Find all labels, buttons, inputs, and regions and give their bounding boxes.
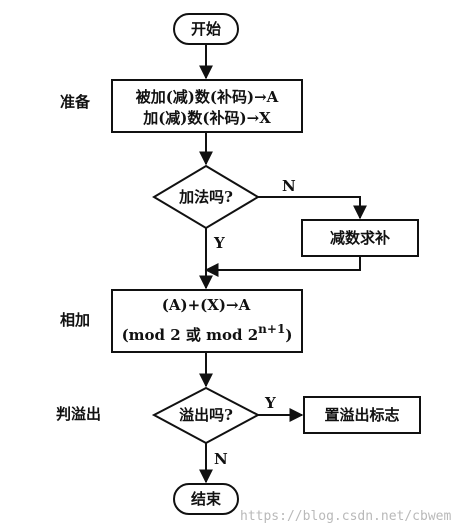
stage-label-check: 判溢出 [56, 405, 101, 423]
stage-label-prepare: 准备 [60, 93, 91, 111]
decision-add-no-label: N [282, 177, 296, 195]
decision-overflow-no-label: N [214, 450, 228, 468]
stage-label-add: 相加 [60, 311, 90, 329]
add-line-2: (mod 2 或 mod 2n+1) [122, 322, 293, 344]
complement-label: 减数求补 [330, 229, 390, 247]
end-label: 结束 [191, 490, 222, 508]
add-line-2-prefix: (mod 2 或 mod 2 [122, 326, 259, 344]
connector-add-no-branch [258, 196, 367, 220]
end-terminator [173, 483, 239, 515]
overflow-flag-label: 置溢出标志 [324, 406, 399, 424]
prepare-process-box [111, 79, 303, 133]
watermark-text: https://blog.csdn.net/cbwem [240, 509, 451, 524]
add-line-1: (A)+(X)→A [162, 296, 251, 314]
start-label: 开始 [191, 20, 221, 38]
prepare-line-2: 加(减)数(补码)→X [142, 109, 271, 127]
connector-complement-return [204, 256, 361, 277]
complement-process-box [301, 219, 419, 257]
overflow-flag-process-box [303, 396, 421, 434]
prepare-line-1: 被加(减)数(补码)→A [136, 88, 279, 106]
decision-overflow-yes-label: Y [264, 394, 276, 412]
decision-overflow-label: 溢出吗? [179, 406, 233, 424]
decision-add-label: 加法吗? [178, 188, 233, 206]
decision-add-yes-label: Y [213, 234, 225, 252]
add-line-2-superscript: n+1 [258, 322, 285, 336]
add-line-2-suffix: ) [285, 326, 292, 344]
